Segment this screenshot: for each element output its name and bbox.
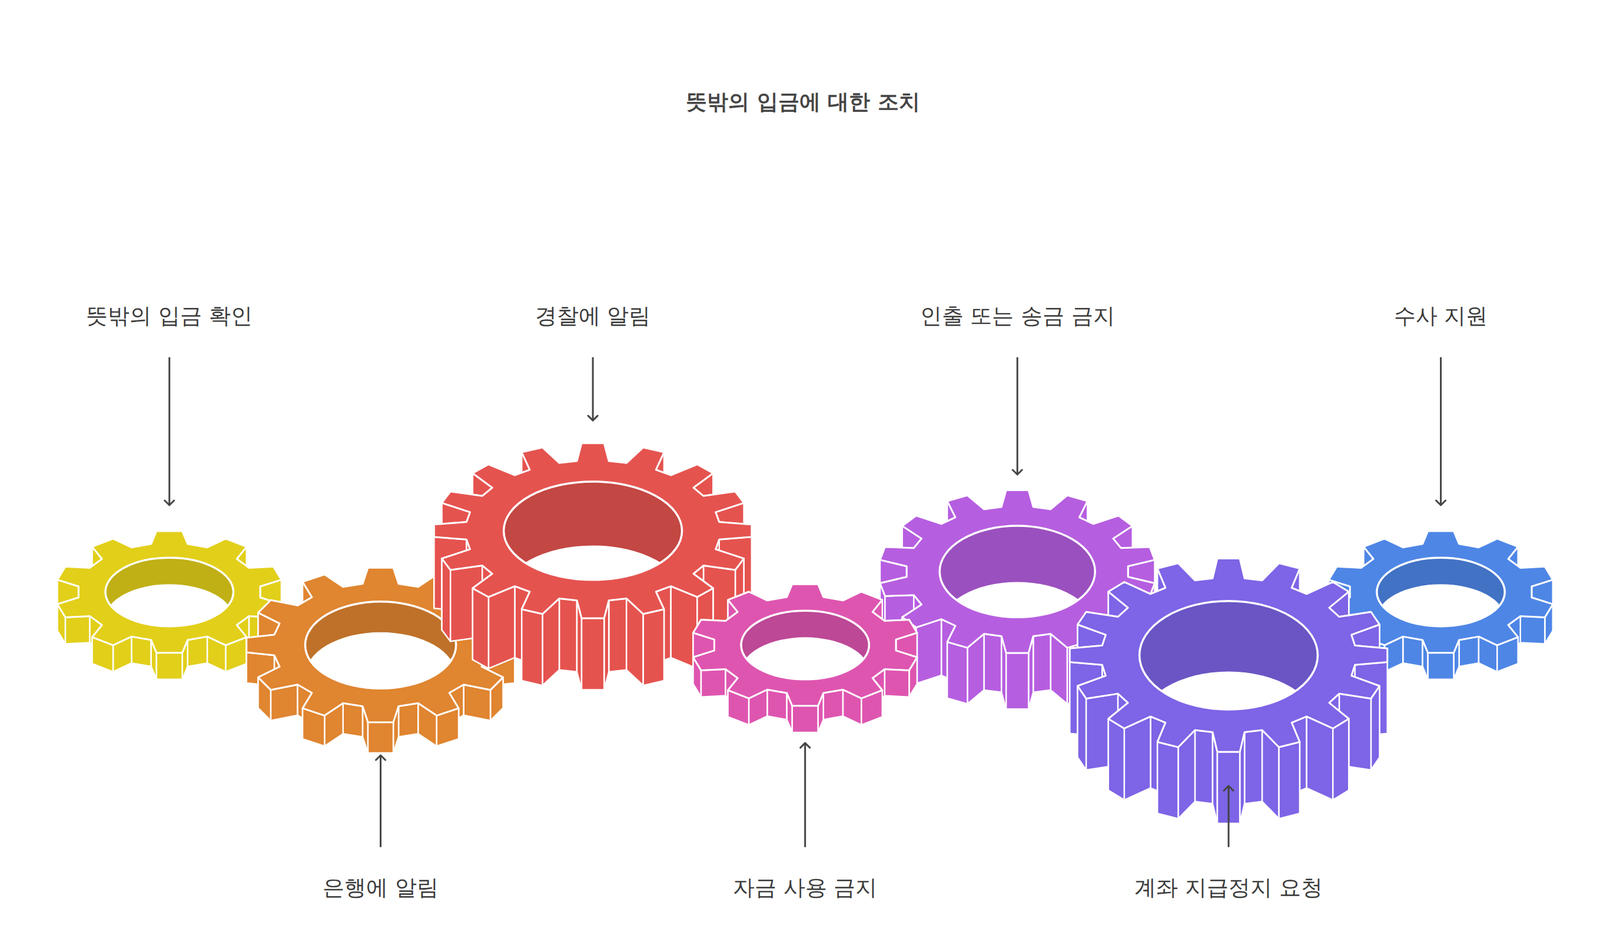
gear [246, 567, 516, 753]
step-label: 수사 지원 [1393, 301, 1489, 331]
gear-side [767, 689, 787, 720]
gear-hole-rim [304, 601, 456, 689]
gear-side [1306, 716, 1334, 800]
step-label: 은행에 알림 [322, 872, 439, 903]
gear-hole-rim [741, 610, 869, 679]
gear-side [343, 702, 363, 737]
gear-hole-bottom [741, 636, 869, 706]
gear-hole-bottom [1376, 583, 1505, 653]
step-label: 자금 사용 금지 [732, 872, 878, 903]
gear-face [1069, 558, 1387, 753]
gear-hole-bottom [503, 545, 683, 644]
gear-side [884, 669, 910, 697]
gear-side [1244, 729, 1263, 804]
step-label: 경찰에 알림 [535, 301, 652, 331]
gear-side [1157, 741, 1178, 819]
step-label: 계좌 지급정지 요청 [1134, 872, 1323, 903]
gear-hole-rim [1376, 557, 1505, 626]
gear-side [1459, 636, 1479, 667]
gear-hole-rim [105, 557, 234, 626]
gear-face [57, 530, 282, 653]
gear-side [1077, 685, 1087, 770]
step-label: 인출 또는 송금 금지 [920, 301, 1115, 331]
gear-side [559, 598, 577, 672]
gear-side [521, 609, 543, 686]
gear-side [131, 636, 151, 667]
leader-arrow [592, 357, 594, 421]
gear-hole-bottom [1139, 671, 1319, 780]
gear-side [1402, 636, 1423, 667]
gear-side [65, 615, 91, 644]
gear-side [915, 619, 942, 684]
gear-hole-rim [503, 481, 683, 580]
gear-face [692, 583, 917, 706]
gear-side [1279, 741, 1300, 819]
gear-face [246, 567, 516, 722]
title: 뜻밖의 입금에 대한 조치 [685, 87, 921, 117]
gear-side [1194, 729, 1213, 804]
gear-side [701, 669, 726, 697]
leader-arrow [804, 742, 806, 848]
leader-arrow [1016, 357, 1019, 475]
gear-side [398, 702, 418, 737]
gear-side [442, 558, 451, 642]
gear-face [433, 443, 752, 619]
gear [692, 583, 917, 733]
leader-arrow [1227, 785, 1230, 848]
gear [1069, 558, 1387, 824]
leader-arrow [1439, 357, 1442, 506]
step-label: 뜻밖의 입금 확인 [85, 301, 253, 331]
gear-side [488, 586, 516, 669]
gear-side [792, 705, 819, 733]
gear-side [1006, 652, 1029, 709]
gear-hole-bottom [105, 583, 234, 653]
gear-side [1033, 633, 1051, 693]
leader-arrow [379, 755, 382, 848]
gear-side [643, 609, 665, 686]
gear-side [1371, 685, 1380, 770]
gear-side [472, 588, 489, 669]
gear-hole-rim [1139, 601, 1319, 710]
gear-side [947, 641, 968, 704]
gear-side [1332, 718, 1349, 800]
gear-side [187, 636, 208, 667]
gear-side [581, 618, 604, 690]
gear-side [1124, 716, 1151, 800]
gear-hole-rim [939, 525, 1095, 617]
gear-side [823, 689, 843, 720]
gear-side [1108, 718, 1125, 800]
leader-arrow [168, 357, 171, 506]
gear [433, 443, 752, 690]
gear-side [1428, 652, 1455, 680]
gear-side [608, 598, 627, 672]
gear-side [156, 652, 183, 680]
gear-side [984, 633, 1002, 693]
gear-side [1520, 615, 1546, 644]
gear-side [367, 722, 394, 753]
